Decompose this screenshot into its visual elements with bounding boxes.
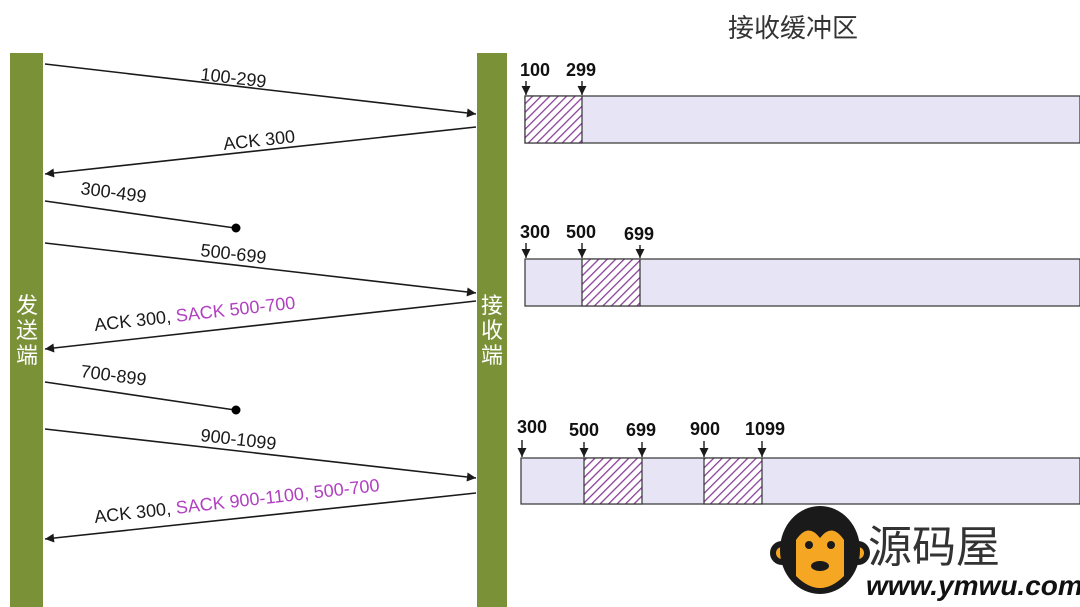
msg-arrow-900-1099 [44, 428, 477, 482]
received-block [581, 258, 641, 307]
receive-buffer-1: 100 299 [520, 60, 1080, 144]
watermark-url: www.ymwu.com [866, 570, 1080, 601]
sender-label-1: 发 [16, 294, 38, 319]
receiver-bar [477, 53, 507, 607]
ack-text: ACK 300, [93, 306, 177, 335]
buffer-marker: 300 [520, 222, 550, 242]
received-block [703, 457, 763, 505]
lost-packet-dot [231, 405, 241, 415]
msg-arrow-ack-300 [44, 126, 477, 178]
msg-label-700-899: 700-899 [79, 361, 147, 389]
msg-label-900-1099: 900-1099 [200, 425, 278, 454]
sender-label-3: 端 [16, 344, 38, 369]
msg-arrow-500-699 [44, 242, 477, 297]
received-block [524, 95, 583, 144]
monkey-logo-icon [770, 506, 870, 594]
buffer-marker: 500 [569, 420, 599, 440]
buffer-marker: 299 [566, 60, 596, 80]
sender-bar [10, 53, 43, 607]
lost-packet-dot [231, 223, 241, 233]
receive-buffer-3: 300 500 699 900 1099 [517, 417, 1080, 505]
ack-text: ACK 300, [93, 498, 177, 527]
sack-text: SACK 500-700 [175, 293, 297, 326]
buffer-marker: 300 [517, 417, 547, 437]
buffer-title: 接收缓冲区 [728, 14, 858, 44]
receiver-label-1: 接 [481, 294, 503, 319]
buffer-marker: 100 [520, 60, 550, 80]
msg-label-ack-300: ACK 300 [222, 126, 296, 154]
sack-text: SACK 900-1100, 500-700 [175, 475, 381, 518]
msg-line-300-499 [44, 200, 236, 229]
buffer-marker: 900 [690, 419, 720, 439]
watermark: 源码屋 www.ymwu.com [758, 505, 1080, 607]
msg-label-300-499: 300-499 [79, 178, 147, 206]
sender-label-2: 送 [16, 319, 38, 344]
buffer-marker: 1099 [745, 419, 785, 439]
received-block [583, 457, 643, 505]
receiver-label-3: 端 [481, 344, 503, 369]
msg-line-700-899 [44, 381, 236, 411]
receiver-label-2: 收 [481, 319, 503, 344]
msg-label-500-699: 500-699 [200, 240, 268, 267]
msg-arrow-100-299 [44, 63, 477, 118]
buffer-marker: 500 [566, 222, 596, 242]
buffer-marker: 699 [626, 420, 656, 440]
receive-buffer-2: 300 500 699 [520, 222, 1080, 307]
msg-label-100-299: 100-299 [200, 64, 268, 91]
buffer-bar [524, 95, 1080, 144]
msg-arrow-sack-500-700 [44, 300, 477, 353]
msg-arrow-sack-900-1100 [44, 492, 477, 543]
watermark-text-cn: 源码屋 [868, 522, 1000, 573]
msg-label-ack-sack-1: ACK 300, SACK 500-700 [93, 293, 296, 335]
buffer-marker: 699 [624, 224, 654, 244]
